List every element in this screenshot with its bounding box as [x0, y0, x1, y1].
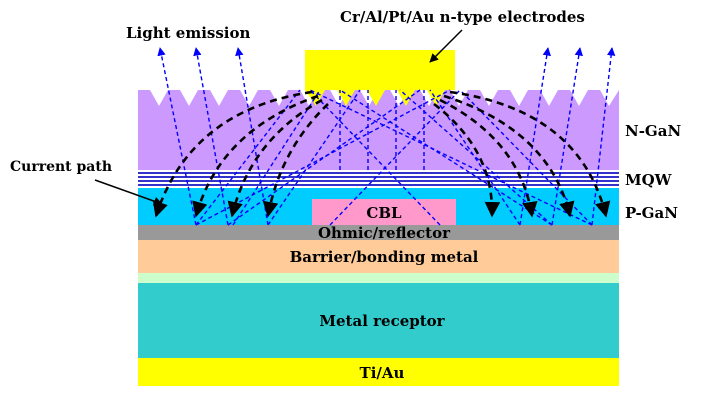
light-ray	[551, 47, 583, 226]
ohmic-reflector-layer	[138, 225, 619, 240]
light-ray	[519, 47, 551, 226]
ti-au-layer	[138, 358, 619, 386]
cbl-block	[312, 199, 456, 225]
cbl-label: CBL	[366, 204, 402, 222]
current-path-label: Current path	[10, 159, 112, 175]
light-ray	[235, 47, 269, 226]
metal-receptor-label: Metal receptor	[319, 312, 445, 330]
current-path-arc	[449, 90, 611, 218]
current-path-arc	[262, 103, 329, 218]
current-path-arc	[227, 98, 323, 218]
current-paths	[152, 90, 611, 218]
barrier-bonding-layer	[138, 240, 619, 273]
current-path-arc	[152, 90, 313, 218]
p-gan-label: P-GaN	[625, 204, 678, 222]
light-ray	[157, 47, 197, 226]
mqw-label: MQW	[625, 171, 673, 189]
light-emission-label: Light emission	[126, 24, 250, 42]
current-path-arc	[443, 94, 575, 218]
ohmic-reflector-label: Ohmic/reflector	[318, 224, 451, 242]
electrodes-label: Cr/Al/Pt/Au n-type electrodes	[340, 8, 585, 26]
metal-receptor-layer	[138, 283, 619, 358]
light-ray	[195, 89, 451, 226]
light-ray	[232, 89, 321, 226]
current-path-arc	[439, 98, 538, 218]
light-ray	[591, 47, 616, 226]
electrode-pointer-arrow	[429, 29, 463, 63]
current-path-arc	[433, 102, 501, 218]
light-rays	[157, 47, 616, 226]
current-path-pointer-arrow	[94, 179, 163, 206]
n-gan-label: N-GaN	[625, 122, 681, 140]
thin-interlayer	[138, 273, 619, 283]
light-ray	[309, 89, 593, 226]
mqw-layer	[138, 170, 619, 188]
ti-au-label: Ti/Au	[360, 364, 405, 382]
light-ray	[193, 47, 229, 226]
light-ray	[399, 89, 553, 226]
light-ray	[329, 89, 461, 226]
light-ray	[267, 89, 361, 226]
current-path-arc	[192, 94, 319, 218]
light-ray	[309, 89, 441, 226]
barrier-bonding-label: Barrier/bonding metal	[290, 248, 479, 266]
n-gan-layer	[138, 90, 619, 170]
